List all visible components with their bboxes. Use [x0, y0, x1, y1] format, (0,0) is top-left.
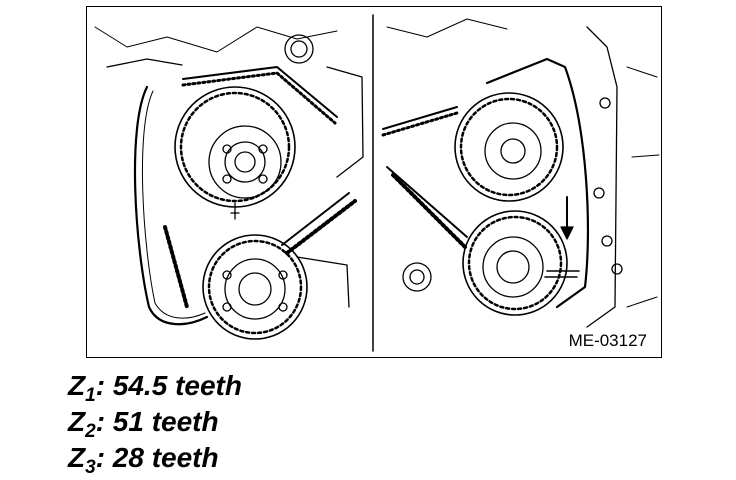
spec-z3: Z3: 28 teeth	[68, 442, 219, 477]
timing-belt-figure: ME-03127	[86, 6, 662, 358]
belt-illustration	[94, 14, 660, 352]
spec-z3-text: : 28 teeth	[95, 442, 219, 473]
spec-z1: Z1: 54.5 teeth	[68, 370, 242, 405]
spec-z1-sub: 1	[85, 385, 96, 406]
spec-z2-var: Z	[68, 406, 86, 437]
figure-code: ME-03127	[568, 331, 647, 350]
spec-z1-text: : 54.5 teeth	[95, 370, 242, 401]
spec-z2-sub: 2	[85, 421, 96, 442]
spec-z2: Z2: 51 teeth	[68, 406, 219, 441]
spec-z2-text: : 51 teeth	[95, 406, 219, 437]
spec-z3-var: Z	[68, 442, 86, 473]
spec-z3-sub: 3	[85, 457, 96, 478]
left-belt-view	[94, 26, 364, 340]
spec-z1-var: Z	[68, 370, 86, 401]
right-belt-view	[381, 18, 660, 328]
